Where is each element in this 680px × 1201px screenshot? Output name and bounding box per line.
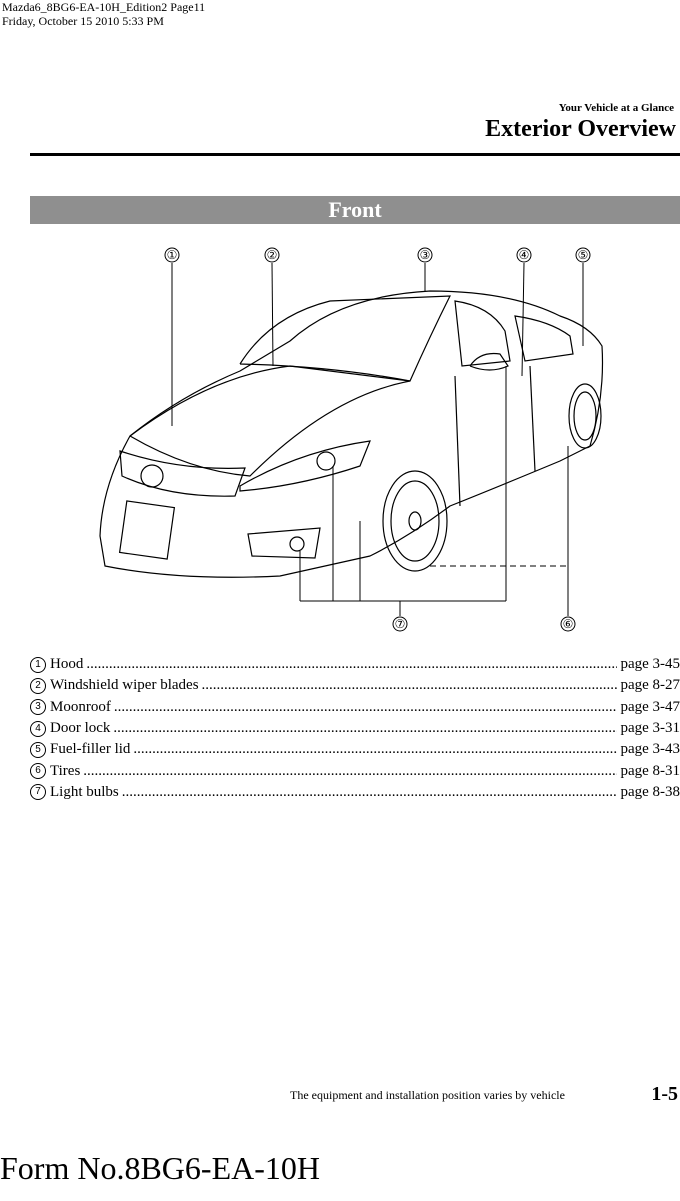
footer-note: The equipment and installation position …: [290, 1088, 565, 1103]
callout-4: ④: [519, 248, 530, 262]
item-label: Hood: [50, 656, 83, 673]
car-illustration: ① ② ③ ④ ⑤ ⑥ ⑦: [30, 236, 680, 636]
callout-3: ③: [420, 248, 431, 262]
item-page-ref: page 8-31: [620, 763, 680, 780]
dot-leader: [113, 720, 617, 737]
item-number: 4: [30, 721, 46, 737]
list-item: 1 Hood page 3-45: [30, 654, 680, 675]
list-item: 7 Light bulbs page 8-38: [30, 782, 680, 803]
item-label: Door lock: [50, 720, 110, 737]
dot-leader: [122, 784, 618, 801]
dot-leader: [202, 677, 618, 694]
item-page-ref: page 3-45: [620, 656, 680, 673]
print-header-line1: Mazda6_8BG6-EA-10H_Edition2 Page11: [2, 0, 205, 14]
item-label: Windshield wiper blades: [50, 677, 199, 694]
callout-7: ⑦: [395, 617, 406, 631]
list-item: 2 Windshield wiper blades page 8-27: [30, 675, 680, 696]
chapter-title: Your Vehicle at a Glance: [559, 102, 674, 114]
page-title: Exterior Overview: [485, 116, 676, 143]
front-heading: Front: [30, 196, 680, 224]
item-page-ref: page 3-31: [620, 720, 680, 737]
item-label: Tires: [50, 763, 80, 780]
callout-5: ⑤: [578, 248, 589, 262]
item-label: Moonroof: [50, 699, 111, 716]
item-label: Light bulbs: [50, 784, 119, 801]
list-item: 6 Tires page 8-31: [30, 760, 680, 781]
title-divider: [30, 153, 680, 156]
print-header-line2: Friday, October 15 2010 5:33 PM: [2, 14, 205, 28]
callout-1: ①: [167, 248, 178, 262]
dot-leader: [133, 741, 617, 758]
item-number: 1: [30, 657, 46, 673]
item-number: 2: [30, 678, 46, 694]
car-drawing: ① ② ③ ④ ⑤ ⑥ ⑦: [30, 236, 680, 636]
item-page-ref: page 8-38: [620, 784, 680, 801]
list-item: 4 Door lock page 3-31: [30, 718, 680, 739]
item-page-ref: page 3-43: [620, 741, 680, 758]
dot-leader: [83, 763, 617, 780]
parts-list: 1 Hood page 3-45 2 Windshield wiper blad…: [30, 654, 680, 803]
item-number: 3: [30, 699, 46, 715]
item-page-ref: page 8-27: [620, 677, 680, 694]
callout-2: ②: [267, 248, 278, 262]
item-number: 6: [30, 763, 46, 779]
list-item: 3 Moonroof page 3-47: [30, 697, 680, 718]
item-number: 7: [30, 784, 46, 800]
item-label: Fuel-filler lid: [50, 741, 130, 758]
item-page-ref: page 3-47: [620, 699, 680, 716]
dot-leader: [114, 699, 618, 716]
dot-leader: [86, 656, 617, 673]
list-item: 5 Fuel-filler lid page 3-43: [30, 739, 680, 760]
page-number: 1-5: [651, 1083, 678, 1106]
print-header: Mazda6_8BG6-EA-10H_Edition2 Page11 Frida…: [2, 0, 205, 28]
form-number: Form No.8BG6-EA-10H: [0, 1150, 320, 1187]
item-number: 5: [30, 742, 46, 758]
callout-6: ⑥: [563, 617, 574, 631]
